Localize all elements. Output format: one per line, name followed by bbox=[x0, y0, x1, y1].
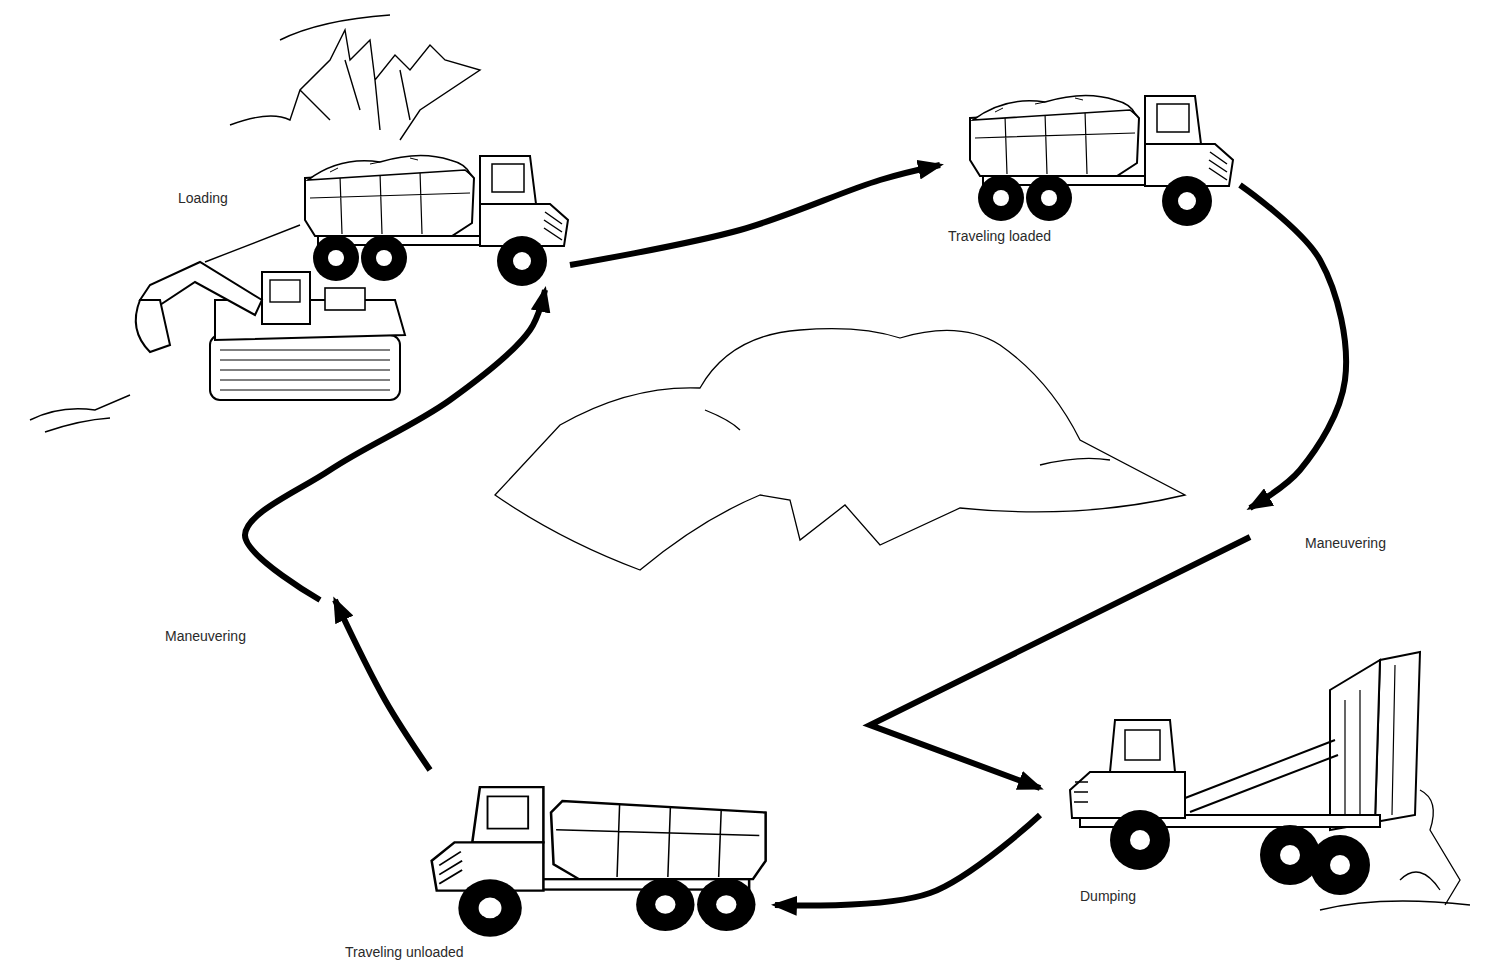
spoil-mound bbox=[495, 329, 1185, 570]
cycle-stage: Loading bbox=[170, 150, 570, 290]
stage-label: Loading bbox=[178, 190, 228, 206]
dump-truck bbox=[970, 96, 1233, 226]
truck-load bbox=[973, 95, 1135, 120]
dumping-truck bbox=[1070, 652, 1470, 910]
truck-load bbox=[308, 155, 470, 180]
stage-label: Dumping bbox=[1080, 888, 1136, 904]
cycle-stage: Maneuvering bbox=[160, 600, 340, 660]
excavator bbox=[30, 225, 405, 432]
cycle-arrow bbox=[1240, 185, 1346, 508]
cycle-stage: Maneuvering bbox=[1250, 505, 1450, 575]
cycle-arrow bbox=[245, 290, 545, 600]
cycle-arrow bbox=[335, 600, 430, 770]
stage-label: Maneuvering bbox=[1305, 535, 1386, 551]
dump-truck bbox=[305, 156, 568, 286]
rock-face bbox=[230, 15, 480, 140]
stage-label: Traveling unloaded bbox=[345, 944, 464, 960]
cycle-arrow bbox=[570, 165, 940, 265]
stage-label: Maneuvering bbox=[165, 628, 246, 644]
stage-label: Traveling loaded bbox=[948, 228, 1051, 244]
cycle-stage: Dumping bbox=[1040, 640, 1470, 930]
cycle-arrow bbox=[775, 815, 1040, 906]
cycle-arrow bbox=[870, 537, 1250, 788]
empty-truck bbox=[432, 787, 766, 937]
cycle-stage: Traveling loaded bbox=[940, 85, 1240, 250]
cycle-stage: Traveling unloaded bbox=[340, 770, 775, 966]
